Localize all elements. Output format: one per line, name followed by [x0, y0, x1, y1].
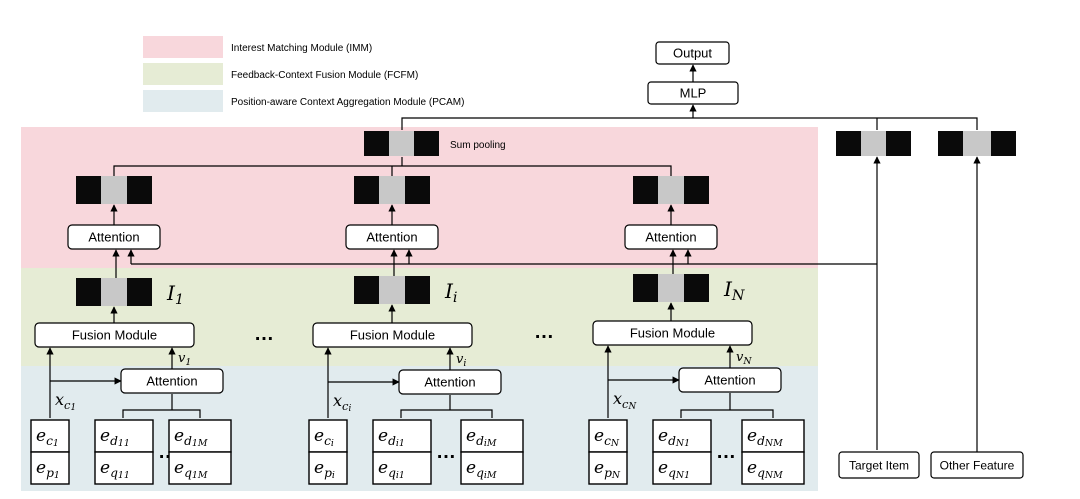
eqM-cell-label: eqNM: [747, 458, 783, 481]
attention-output-embedding: [633, 176, 709, 204]
other-feature-box: [930, 451, 1024, 479]
other-feature-label: Other Feature: [940, 459, 1015, 473]
interest-embedding: [633, 274, 709, 302]
interest-label: I1: [166, 281, 184, 308]
eq1-cell-box: [372, 451, 432, 485]
edM-cell-box: [168, 419, 232, 453]
interest-embedding: [354, 276, 430, 304]
column-ellipsis-2: …: [534, 321, 554, 343]
v-label: vN: [736, 350, 752, 367]
interest-label: Ii: [444, 279, 458, 306]
sum-pooling-label: Sum pooling: [450, 140, 506, 151]
eqM-cell-label: eq1M: [174, 458, 208, 481]
fusion-module-label: Fusion Module: [72, 328, 157, 343]
eq1-cell-label: eqN1: [658, 458, 690, 481]
eq1-cell-box: [94, 451, 154, 485]
imm-attention-box: [67, 224, 161, 250]
ec-cell-label: ecN: [594, 426, 620, 449]
fusion-module-label: Fusion Module: [630, 326, 715, 341]
pcam-attention-label: Attention: [424, 375, 475, 390]
x-label: xcN: [613, 389, 636, 412]
ed1-cell-box: [94, 419, 154, 453]
ed1-cell-label: edi1: [378, 426, 405, 449]
eqM-cell-label: eqiM: [466, 458, 497, 481]
fusion-module-box: [592, 320, 753, 346]
imm-attention-label: Attention: [88, 230, 139, 245]
eqM-cell-box: [168, 451, 232, 485]
edM-cell-label: ed1M: [174, 426, 208, 449]
column-ellipsis-1: …: [254, 323, 274, 345]
eqM-cell-box: [741, 451, 805, 485]
target-item-box: [838, 451, 920, 479]
ep-cell-label: ep1: [36, 458, 60, 481]
imm-attention-box: [345, 224, 439, 250]
other-feature-embedding: [938, 131, 1016, 156]
interest-label: IN: [723, 277, 745, 304]
sum-pooling-embedding: [364, 131, 439, 156]
context-bracket: [122, 409, 201, 418]
x-label: xci: [333, 391, 351, 414]
ep-cell-label: epi: [314, 458, 335, 481]
ed1-cell-box: [372, 419, 432, 453]
ec-cell-box: [588, 419, 628, 453]
interest-embedding: [76, 278, 152, 306]
eq1-cell-label: eqi1: [378, 458, 405, 481]
legend-swatch-imm: [143, 36, 223, 58]
eq1-cell-box: [652, 451, 712, 485]
mlp-label: MLP: [680, 86, 707, 101]
pcam-attention-label: Attention: [146, 374, 197, 389]
ed1-cell-label: edN1: [658, 426, 690, 449]
ep-cell-box: [588, 451, 628, 485]
ec-cell-box: [30, 419, 70, 453]
ed1-cell-box: [652, 419, 712, 453]
context-bracket: [400, 409, 493, 418]
context-bracket: [680, 409, 774, 418]
attention-output-embedding: [76, 176, 152, 204]
imm-attention-label: Attention: [366, 230, 417, 245]
ep-cell-box: [30, 451, 70, 485]
legend: Interest Matching Module (IMM) Feedback-…: [143, 36, 464, 112]
legend-label-fcfm: Feedback-Context Fusion Module (FCFM): [231, 70, 418, 81]
legend-swatch-pcam: [143, 90, 223, 112]
ed1-cell-label: ed11: [100, 426, 130, 449]
imm-attention-label: Attention: [645, 230, 696, 245]
output-label: Output: [673, 46, 712, 61]
edM-cell-label: edNM: [747, 426, 783, 449]
eq1-cell-label: eq11: [100, 458, 130, 481]
context-ellipsis: …: [436, 441, 456, 463]
mlp-input-bracket: [401, 117, 978, 130]
edM-cell-box: [460, 419, 524, 453]
imm-attention-box: [624, 224, 718, 250]
legend-label-pcam: Position-aware Context Aggregation Modul…: [231, 97, 464, 108]
target-item-embedding: [836, 131, 911, 156]
target-item-label: Target Item: [849, 459, 909, 473]
eqM-cell-box: [460, 451, 524, 485]
legend-label-imm: Interest Matching Module (IMM): [231, 43, 372, 54]
pcam-attention-label: Attention: [704, 373, 755, 388]
v-label: vi: [456, 352, 466, 369]
ep-cell-box: [308, 451, 348, 485]
x-label: xc1: [55, 390, 76, 413]
ec-cell-label: ec1: [36, 426, 59, 449]
fusion-module-label: Fusion Module: [350, 328, 435, 343]
attention-output-embedding: [354, 176, 430, 204]
output-box: [655, 41, 730, 65]
legend-swatch-fcfm: [143, 63, 223, 85]
v-label: v1: [178, 351, 191, 368]
edM-cell-label: ediM: [466, 426, 497, 449]
ec-cell-label: eci: [314, 426, 334, 449]
context-ellipsis: …: [716, 441, 736, 463]
ep-cell-label: epN: [594, 458, 621, 481]
ec-cell-box: [308, 419, 348, 453]
